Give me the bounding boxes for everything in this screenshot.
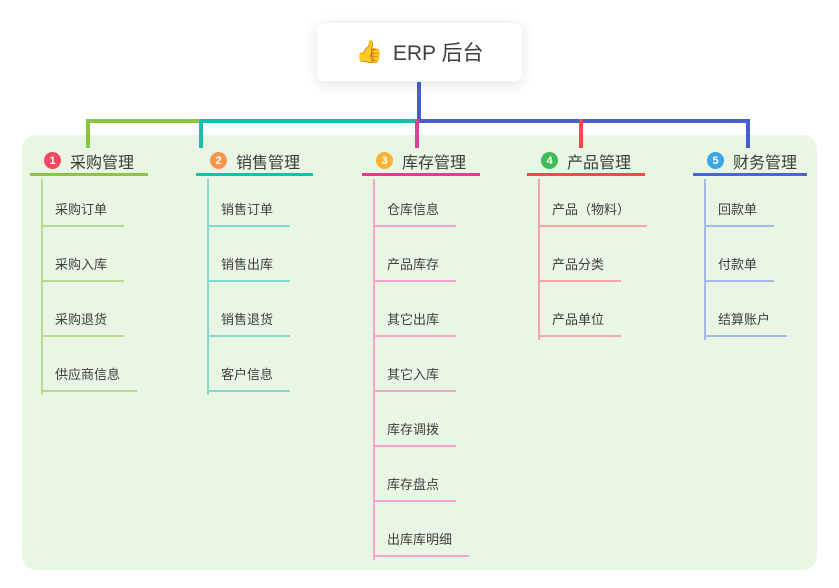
branch-index-badge: 2 xyxy=(210,152,227,169)
tree-node[interactable]: 采购退货 xyxy=(41,309,125,337)
tree-node[interactable]: 销售出库 xyxy=(207,254,291,282)
tree-node-row: 供应商信息 xyxy=(41,337,148,392)
branch-index-badge: 5 xyxy=(707,152,724,169)
connector-segment-green xyxy=(86,119,202,123)
tree-node-row: 销售出库 xyxy=(207,227,313,282)
tree-node-row: 客户信息 xyxy=(207,337,313,392)
tree-node[interactable]: 库存调拨 xyxy=(373,419,457,447)
tree-node-row: 回款单 xyxy=(704,176,807,227)
branch-title-purchase[interactable]: 1 采购管理 xyxy=(30,148,148,176)
tree-node[interactable]: 仓库信息 xyxy=(373,199,457,227)
tree-node[interactable]: 库存盘点 xyxy=(373,474,457,502)
tree-node-row: 产品单位 xyxy=(538,282,645,337)
tree-node[interactable]: 采购订单 xyxy=(41,199,125,227)
tree-node[interactable]: 回款单 xyxy=(704,199,775,227)
tree-node-row: 仓库信息 xyxy=(373,176,480,227)
branch-title-label: 采购管理 xyxy=(70,154,135,172)
tree-node[interactable]: 采购入库 xyxy=(41,254,125,282)
branch-drop-line-1 xyxy=(86,119,90,148)
branch-index-badge: 4 xyxy=(541,152,558,169)
tree-node-row: 产品（物料） xyxy=(538,176,648,227)
branch-drop-line-3 xyxy=(415,119,419,148)
tree-node[interactable]: 其它入库 xyxy=(373,364,457,392)
tree-node-row: 库存调拨 xyxy=(373,392,480,447)
thumbs-up-icon: 👍 xyxy=(355,39,383,64)
tree-node[interactable]: 产品分类 xyxy=(538,254,622,282)
branch-purchase: 1 采购管理 采购订单 采购入库 采购退货 供应商信息 xyxy=(30,148,148,395)
tree-node[interactable]: 供应商信息 xyxy=(41,364,138,392)
root-node-erp[interactable]: 👍 ERP 后台 xyxy=(316,22,523,82)
branch-drop-line-2 xyxy=(199,119,203,148)
branch-connector-line xyxy=(207,179,209,395)
tree-node-row: 采购入库 xyxy=(41,227,148,282)
tree-node-row: 其它出库 xyxy=(373,282,480,337)
branches-panel xyxy=(22,135,817,570)
tree-node-row: 出库库明细 xyxy=(373,502,480,557)
tree-node-row: 结算账户 xyxy=(704,282,807,337)
tree-node-row: 采购订单 xyxy=(41,176,148,227)
branch-connector-line xyxy=(704,179,706,340)
branch-title-label: 产品管理 xyxy=(567,154,632,172)
tree-node[interactable]: 产品（物料） xyxy=(538,199,648,227)
branch-finance: 5 财务管理 回款单 付款单 结算账户 xyxy=(693,148,807,340)
branch-connector-line xyxy=(41,179,43,395)
tree-node[interactable]: 产品单位 xyxy=(538,309,622,337)
connector-segment-teal xyxy=(202,119,419,123)
branch-connector-line xyxy=(373,179,375,560)
tree-node[interactable]: 产品库存 xyxy=(373,254,457,282)
tree-node-row: 付款单 xyxy=(704,227,807,282)
tree-node[interactable]: 付款单 xyxy=(704,254,775,282)
tree-node-row: 采购退货 xyxy=(41,282,148,337)
trunk-connector-line xyxy=(417,82,421,120)
branch-connector-line xyxy=(538,179,540,340)
branch-title-label: 销售管理 xyxy=(236,154,301,172)
branch-title-sales[interactable]: 2 销售管理 xyxy=(196,148,313,176)
tree-node[interactable]: 结算账户 xyxy=(704,309,788,337)
tree-node[interactable]: 其它出库 xyxy=(373,309,457,337)
branch-title-product[interactable]: 4 产品管理 xyxy=(527,148,645,176)
tree-node-row: 销售退货 xyxy=(207,282,313,337)
branch-title-label: 财务管理 xyxy=(733,154,798,172)
branch-index-badge: 1 xyxy=(44,152,61,169)
branch-product: 4 产品管理 产品（物料） 产品分类 产品单位 xyxy=(527,148,648,340)
branch-index-badge: 3 xyxy=(376,152,393,169)
branch-drop-line-5 xyxy=(746,119,750,148)
branch-title-label: 库存管理 xyxy=(402,154,467,172)
tree-node[interactable]: 客户信息 xyxy=(207,364,291,392)
branch-title-inventory[interactable]: 3 库存管理 xyxy=(362,148,480,176)
tree-node[interactable]: 出库库明细 xyxy=(373,529,470,557)
tree-node[interactable]: 销售退货 xyxy=(207,309,291,337)
tree-node-row: 库存盘点 xyxy=(373,447,480,502)
branch-sales: 2 销售管理 销售订单 销售出库 销售退货 客户信息 xyxy=(196,148,313,395)
tree-node-row: 销售订单 xyxy=(207,176,313,227)
branch-inventory: 3 库存管理 仓库信息 产品库存 其它出库 其它入库 库存调拨 库存盘点 出库库… xyxy=(362,148,480,560)
connector-segment-blue xyxy=(419,119,750,123)
tree-node-row: 其它入库 xyxy=(373,337,480,392)
branch-drop-line-4 xyxy=(579,119,583,148)
root-node-label: ERP 后台 xyxy=(392,42,484,65)
tree-node-row: 产品分类 xyxy=(538,227,645,282)
branch-title-finance[interactable]: 5 财务管理 xyxy=(693,148,807,176)
tree-node[interactable]: 销售订单 xyxy=(207,199,291,227)
tree-node-row: 产品库存 xyxy=(373,227,480,282)
